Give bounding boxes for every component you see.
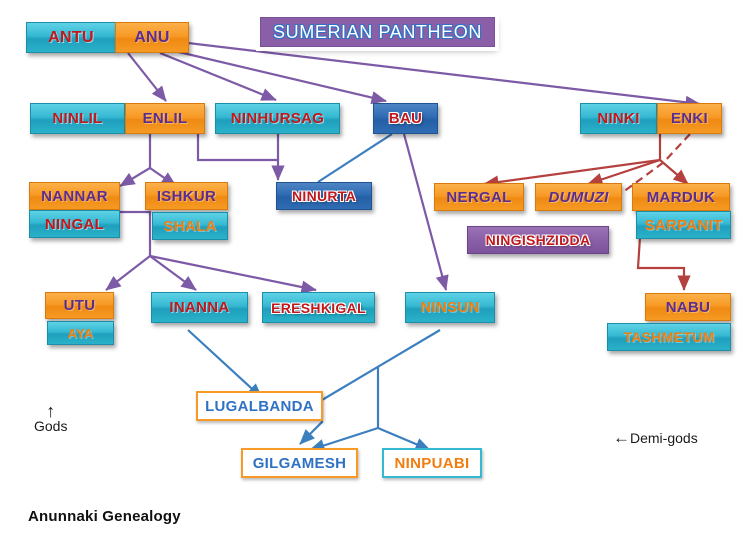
node-anu[interactable]: ANU (115, 22, 189, 53)
node-ninki[interactable]: NINKI (580, 103, 657, 134)
node-label: NABU (665, 298, 711, 316)
node-bau[interactable]: BAU (373, 103, 438, 134)
node-label: NINPUABI (394, 454, 470, 472)
node-nabu[interactable]: NABU (645, 293, 731, 321)
node-label: SHALA (163, 217, 217, 235)
node-enlil[interactable]: ENLIL (125, 103, 205, 134)
node-label: UTU (63, 297, 96, 314)
node-label: ISHKUR (156, 187, 217, 205)
inanna-lugalbanda-line (187, 329, 263, 399)
node-nergal[interactable]: NERGAL (434, 183, 524, 211)
node-sarpanit[interactable]: SARPANIT (636, 211, 731, 239)
enki-descendant-lines (483, 134, 689, 189)
diagram-caption: Anunnaki Genealogy (28, 508, 181, 525)
nannar-descendant-lines (105, 210, 317, 294)
node-label: SARPANIT (644, 216, 723, 234)
node-label: INANNA (169, 299, 230, 316)
node-label: ERESHKIGAL (271, 299, 366, 316)
node-shala[interactable]: SHALA (152, 212, 228, 240)
node-lugalbanda[interactable]: LUGALBANDA (196, 391, 323, 421)
node-ninhursag[interactable]: NINHURSAG (215, 103, 340, 134)
node-inanna[interactable]: INANNA (151, 292, 248, 323)
node-label: MARDUK (646, 188, 716, 206)
node-label: NINLIL (52, 110, 103, 127)
node-enki[interactable]: ENKI (657, 103, 722, 134)
left-arrow-icon: ← (613, 428, 630, 447)
node-ninlil[interactable]: NINLIL (30, 103, 125, 134)
node-ninurta[interactable]: NINURTA (276, 182, 372, 210)
gods-legend: ↑ Gods (34, 401, 68, 434)
node-ninsun[interactable]: NINSUN (405, 292, 495, 323)
node-ninpuabi[interactable]: NINPUABI (382, 448, 482, 478)
node-ningal[interactable]: NINGAL (29, 210, 120, 238)
node-label: NINSUN (420, 299, 480, 316)
title-panel-label: SUMERIAN PANTHEON (273, 21, 482, 42)
demigods-legend-label: Demi-gods (630, 430, 698, 446)
node-label: NINHURSAG (230, 110, 325, 127)
node-label: ENKI (670, 110, 709, 127)
node-label: ANU (134, 28, 170, 46)
node-label: DUMUZI (548, 188, 609, 206)
node-gilgamesh[interactable]: GILGAMESH (241, 448, 358, 478)
node-antu[interactable]: ANTU (26, 22, 116, 53)
node-label: NINURTA (291, 188, 357, 204)
node-label: BAU (388, 110, 423, 127)
gods-legend-label: Gods (34, 418, 68, 434)
bau-ninurta-line (317, 133, 393, 183)
node-label: TASHMETUM (623, 329, 715, 345)
node-utu[interactable]: UTU (45, 292, 114, 319)
bau-ninsun-line (402, 133, 449, 291)
node-label: AYA (67, 325, 94, 341)
node-label: NANNAR (41, 187, 108, 205)
node-ishkur[interactable]: ISHKUR (145, 182, 228, 210)
node-ereshkigal[interactable]: ERESHKIGAL (262, 292, 375, 323)
node-tashmetum[interactable]: TASHMETUM (607, 323, 731, 351)
node-aya[interactable]: AYA (47, 321, 114, 345)
demigods-legend: ←Demi-gods (613, 429, 698, 446)
enlil-descendant-lines (119, 134, 285, 187)
node-dumuzi[interactable]: DUMUZI (535, 183, 622, 211)
node-label: NERGAL (446, 188, 512, 206)
node-label: GILGAMESH (252, 454, 347, 472)
ninsun-children-lines (299, 329, 441, 452)
node-label: NINGISHZIDDA (485, 232, 591, 248)
node-marduk[interactable]: MARDUK (632, 183, 730, 211)
anu-descendant-lines (127, 41, 701, 109)
node-label: ANTU (48, 28, 94, 46)
up-arrow-icon: ↑ (46, 401, 56, 421)
node-label: LUGALBANDA (205, 397, 314, 415)
node-nannar[interactable]: NANNAR (29, 182, 120, 210)
node-label: NINKI (597, 110, 640, 127)
node-label: ENLIL (142, 110, 188, 127)
node-ningishzidda[interactable]: NINGISHZIDDA (467, 226, 609, 254)
node-label: NINGAL (44, 215, 105, 233)
title-panel: SUMERIAN PANTHEON (260, 17, 495, 47)
